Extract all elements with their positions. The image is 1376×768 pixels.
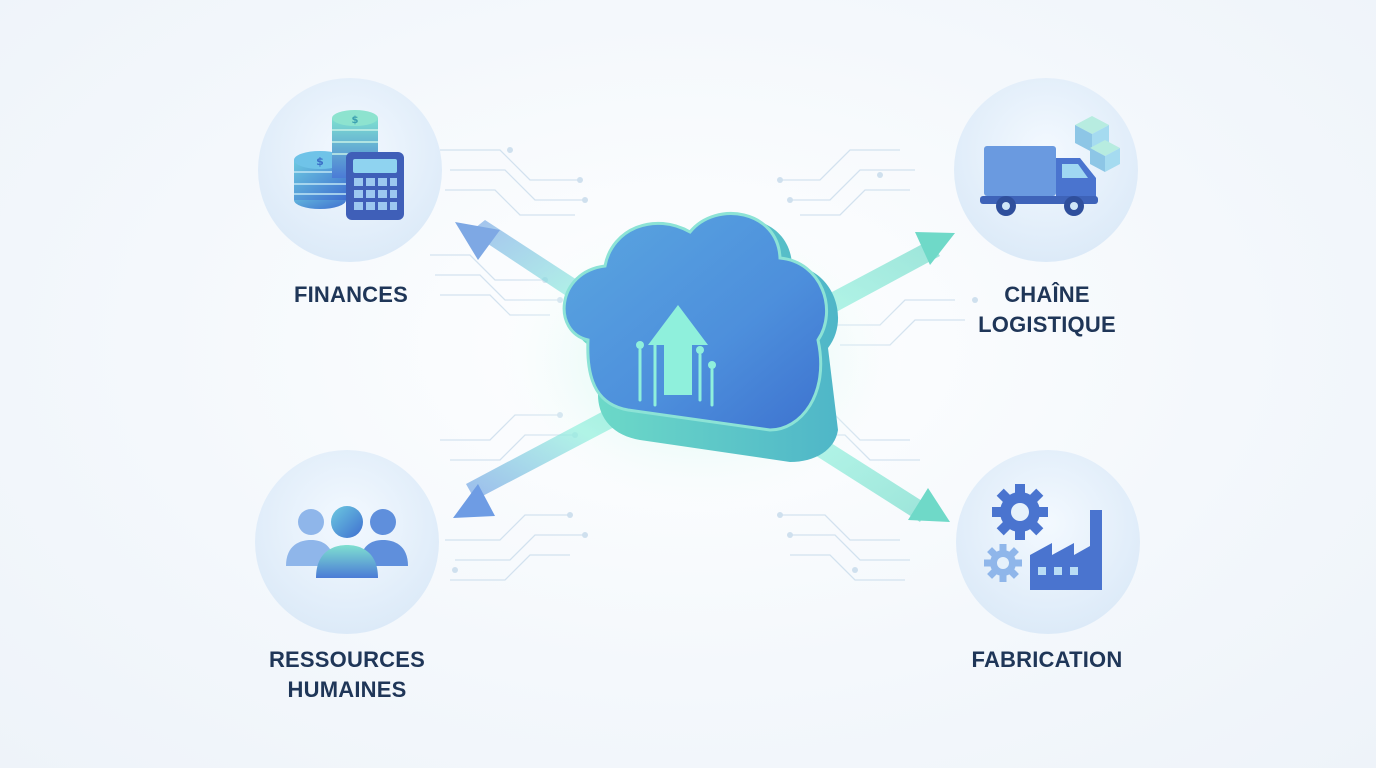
svg-text:$: $	[352, 115, 359, 126]
human-resources-circle	[255, 450, 439, 634]
human-resources-label: RESSOURCES HUMAINES	[237, 645, 457, 705]
people-group-icon	[286, 506, 408, 578]
coins-calculator-icon: $ $	[294, 110, 404, 220]
manufacturing-circle	[956, 450, 1140, 634]
delivery-truck-icon	[980, 116, 1120, 216]
supply-chain-label-line2: LOGISTIQUE	[978, 312, 1116, 337]
cloud-upload-icon	[562, 211, 839, 462]
factory-gears-icon	[984, 484, 1102, 590]
supply-chain-label-line1: CHAÎNE	[1004, 282, 1090, 307]
manufacturing-label-text: FABRICATION	[971, 647, 1123, 672]
human-resources-label-line1: RESSOURCES	[268, 647, 426, 672]
finances-label: FINANCES	[241, 280, 461, 310]
svg-text:$: $	[316, 155, 324, 168]
finances-label-text: FINANCES	[293, 282, 409, 307]
supply-chain-label: CHAÎNE LOGISTIQUE	[947, 280, 1147, 340]
human-resources-label-line2: HUMAINES	[287, 677, 407, 702]
manufacturing-label: FABRICATION	[937, 645, 1157, 675]
